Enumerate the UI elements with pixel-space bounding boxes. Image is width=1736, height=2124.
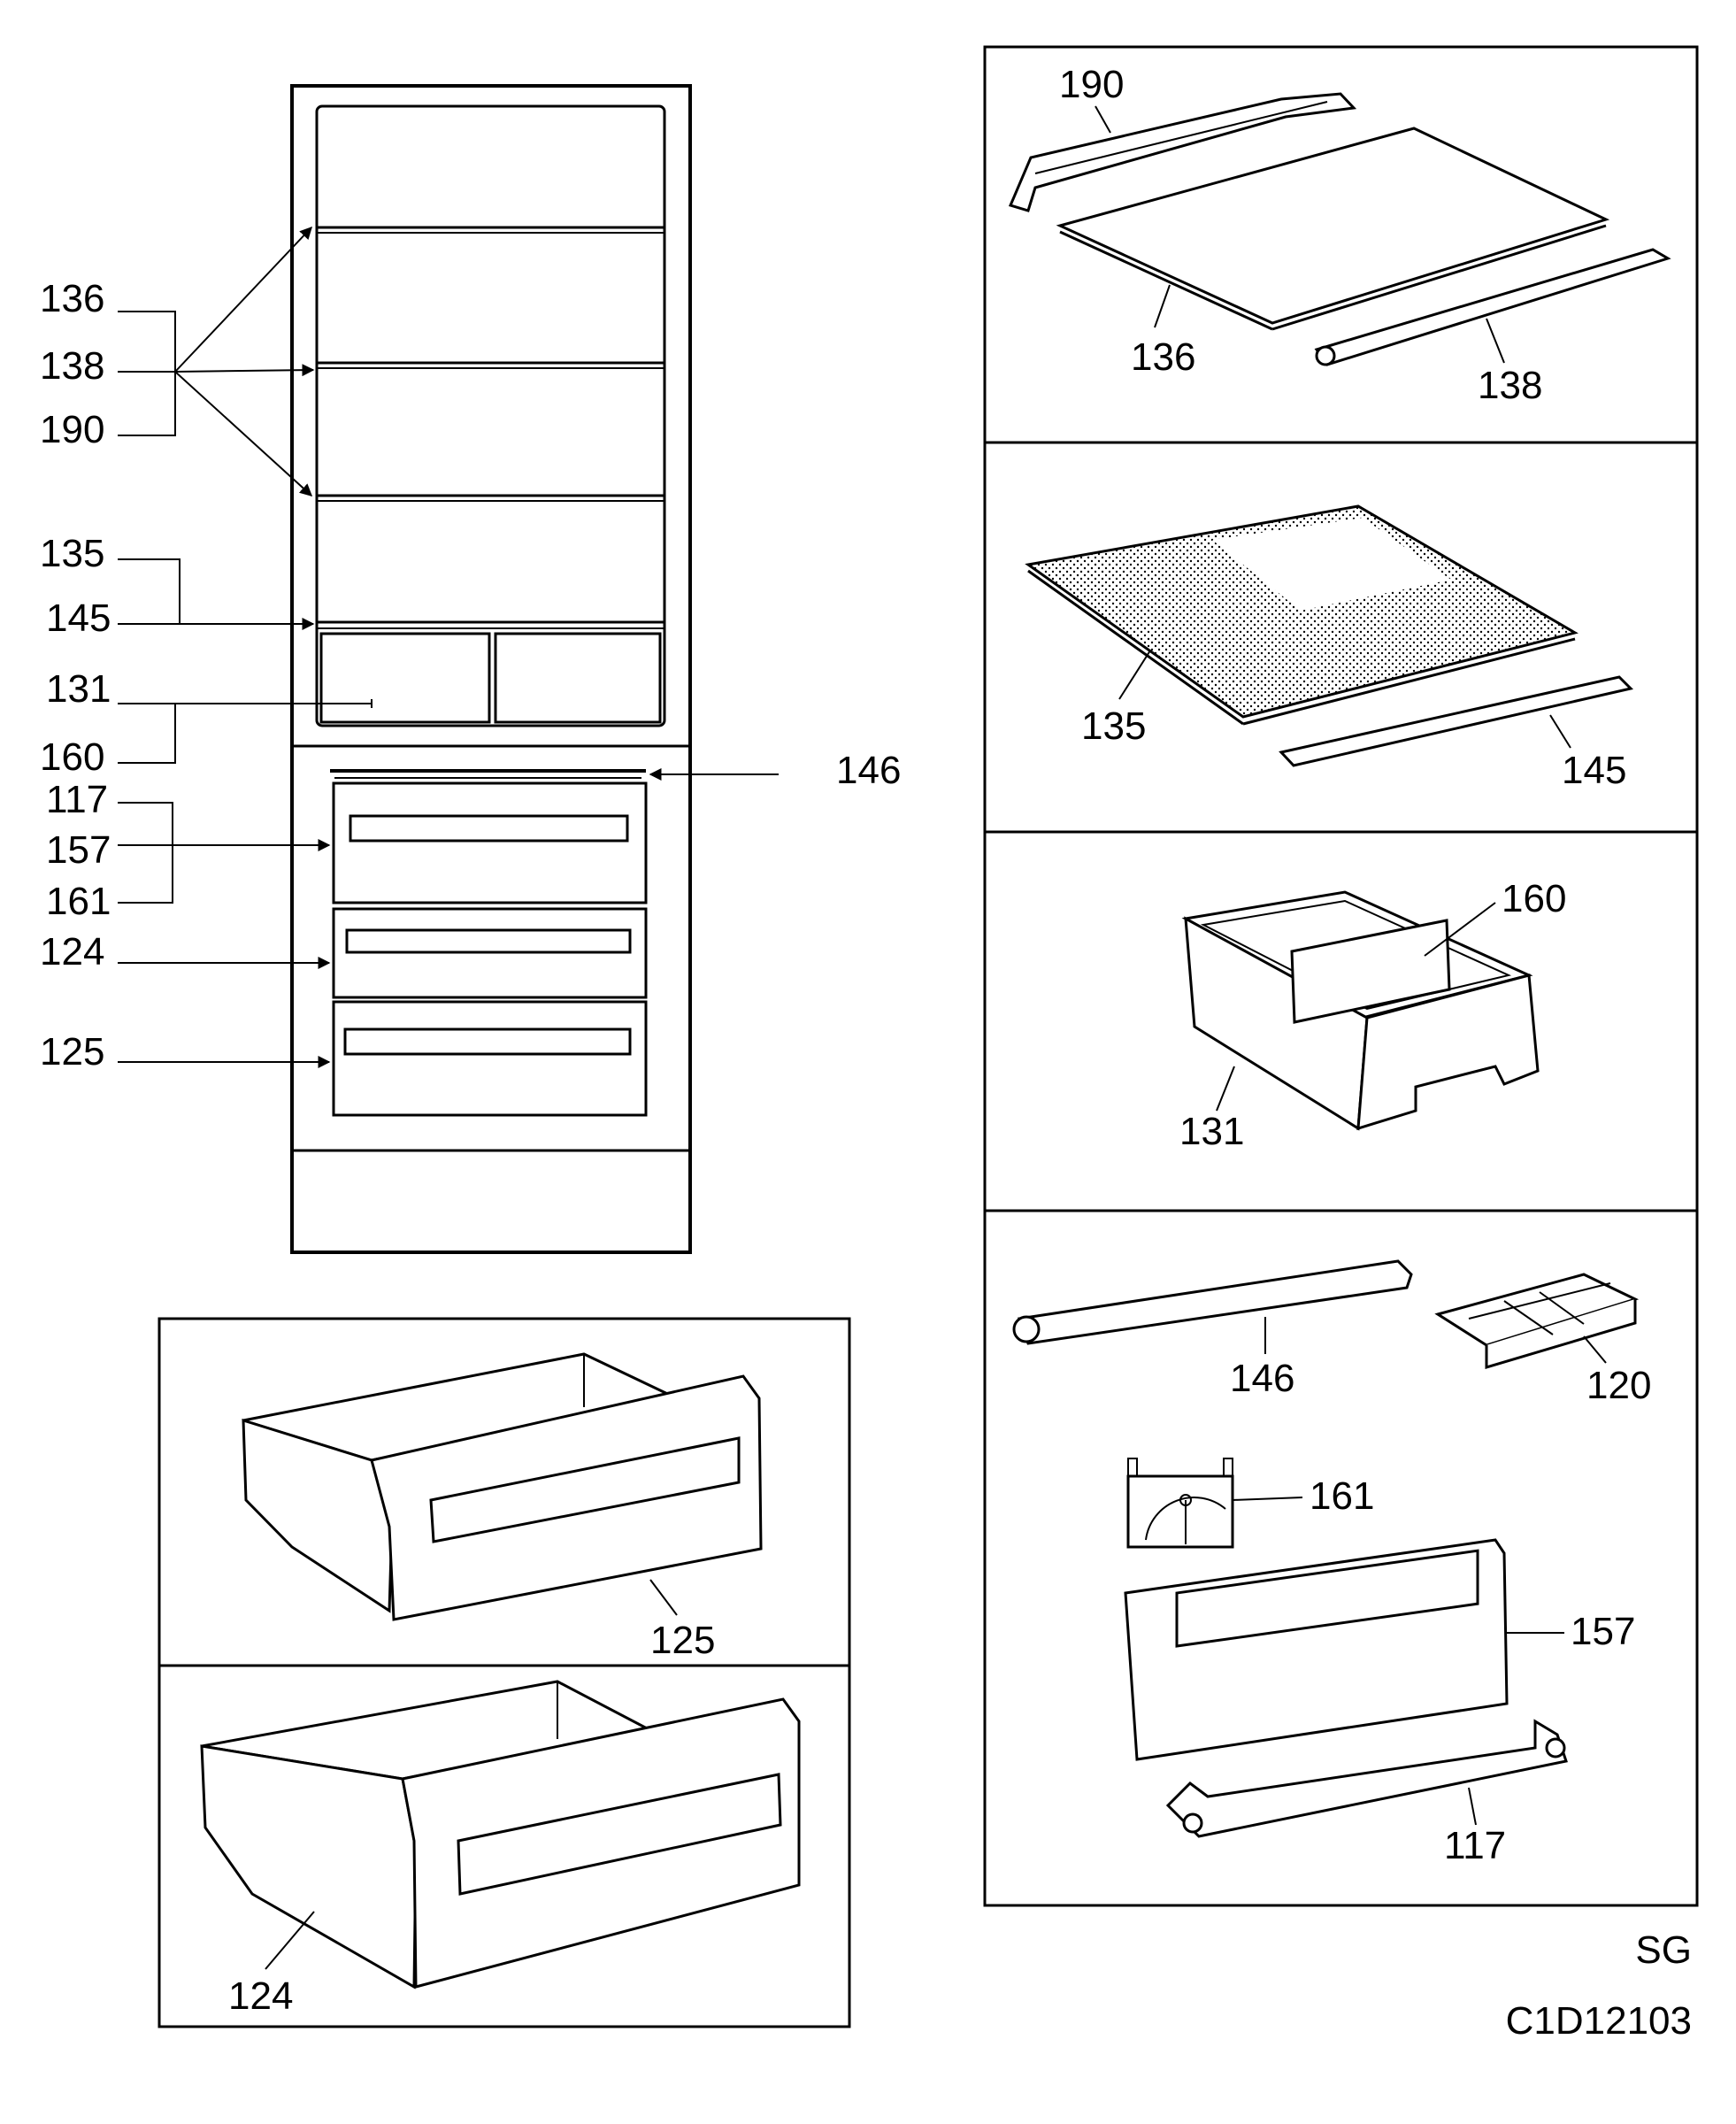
label-136: 136 [1131, 335, 1195, 379]
callout-135: 135 [40, 532, 104, 575]
drawer-124: 124 [200, 1680, 801, 2018]
label-157: 157 [1571, 1610, 1635, 1653]
callout-138: 138 [40, 344, 104, 388]
callout-145: 145 [46, 596, 111, 640]
callout-131: 131 [46, 667, 111, 711]
panel-parts: 146 120 161 157 117 [1012, 1259, 1651, 1867]
label-135: 135 [1081, 704, 1146, 748]
label-120: 120 [1586, 1364, 1651, 1407]
panel-glass-shelf: 135 145 [1025, 504, 1633, 792]
panel-crisper: 160 131 [1179, 877, 1566, 1153]
drawer-panels-frame [157, 1317, 851, 2028]
footer-code-sg: SG [1635, 1928, 1692, 1972]
drawer-125: 125 [242, 1352, 763, 1662]
label-117: 117 [1444, 1824, 1506, 1867]
callout-190: 190 [40, 408, 104, 451]
callout-161: 161 [46, 880, 111, 923]
panel-shelf: 190 136 138 [1008, 63, 1671, 407]
fridge-callouts: 136 138 190 135 145 131 160 146 117 157 … [40, 226, 901, 1074]
fridge-cabinet [290, 84, 692, 1254]
callout-124: 124 [40, 930, 104, 974]
label-131: 131 [1179, 1110, 1244, 1153]
callout-160: 160 [40, 735, 104, 779]
callout-146: 146 [836, 749, 901, 792]
footer-code-id: C1D12103 [1506, 1999, 1692, 2043]
label-146: 146 [1230, 1357, 1294, 1400]
callout-117: 117 [46, 778, 108, 821]
label-160: 160 [1502, 877, 1566, 920]
label-190: 190 [1059, 63, 1124, 106]
footer: SG C1D12103 [1506, 1928, 1692, 2043]
label-125: 125 [650, 1619, 715, 1662]
callout-125: 125 [40, 1030, 104, 1074]
label-161: 161 [1310, 1474, 1374, 1518]
label-124: 124 [228, 1974, 293, 2018]
right-panels-frame [983, 45, 1699, 1907]
callout-157: 157 [46, 828, 111, 872]
label-145: 145 [1562, 749, 1626, 792]
callout-136: 136 [40, 277, 104, 320]
label-138: 138 [1478, 364, 1542, 407]
